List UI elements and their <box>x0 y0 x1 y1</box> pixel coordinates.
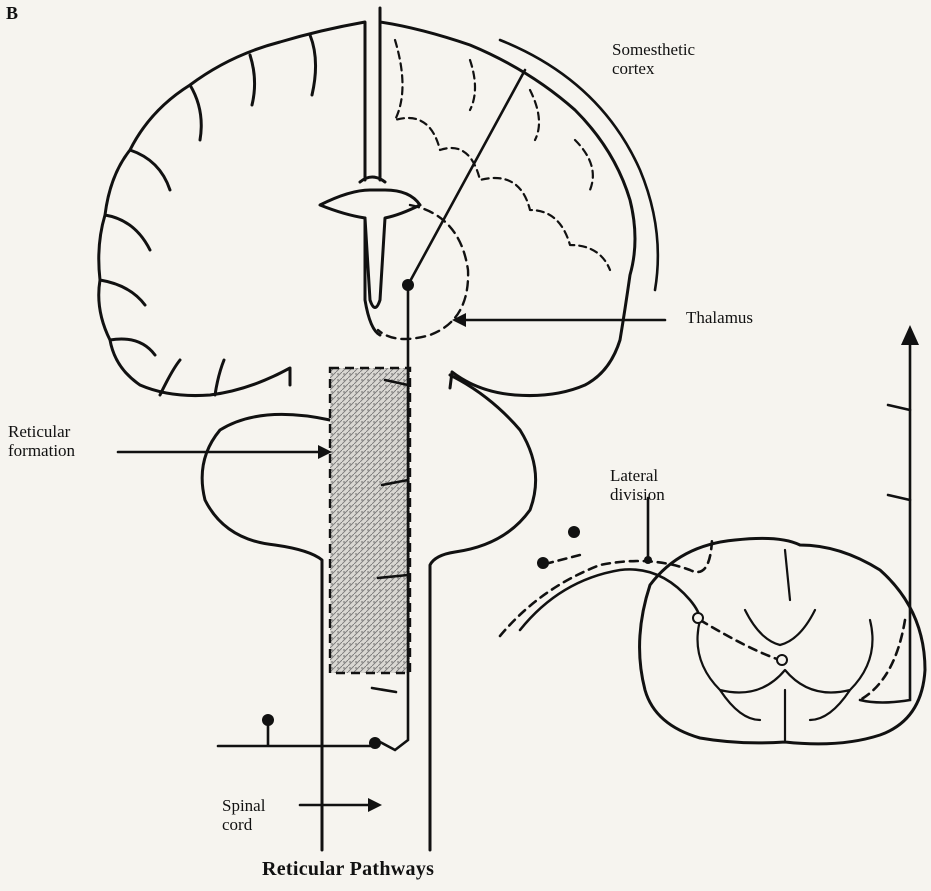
ascending-arrowhead <box>901 325 919 345</box>
lateral-division-junction <box>644 556 652 564</box>
thalamus-label: Thalamus <box>686 308 753 327</box>
reticular-formation-label-line2: formation <box>8 441 75 460</box>
thalamus-arrowhead <box>452 313 466 327</box>
thalamocortical-fiber <box>408 70 525 285</box>
thalamic-neuron <box>402 279 414 291</box>
panel-letter: B <box>6 4 18 23</box>
dorsal-horn-neuron <box>693 613 703 623</box>
reticular-neuron <box>369 737 381 749</box>
spinal-cord-label-line1: Spinal <box>222 796 265 815</box>
spinal-arrowhead <box>368 798 382 812</box>
afferent-terminal <box>262 714 274 726</box>
ascending-branches <box>888 405 910 500</box>
somesthetic-cortex-label-line2: cortex <box>612 59 695 78</box>
reticular-formation-region <box>330 368 410 673</box>
dorsal-root-ganglion-2 <box>568 526 580 538</box>
pons <box>202 414 330 850</box>
spinal-cord-label-line2: cord <box>222 815 265 834</box>
lateral-division-label-line1: Lateral <box>610 466 665 485</box>
ascending-spinal-fiber <box>860 340 910 703</box>
left-hemisphere <box>99 22 365 396</box>
central-canal <box>777 655 787 665</box>
gray-matter <box>698 550 873 740</box>
reticular-formation-label: Reticular formation <box>8 422 75 460</box>
spinal-cord-label: Spinal cord <box>222 796 265 834</box>
somesthetic-cortex-label-line1: Somesthetic <box>612 40 695 59</box>
lateral-division-label: Lateral division <box>610 466 665 504</box>
cortical-folds <box>395 40 610 270</box>
afferent-left <box>218 722 372 746</box>
dorsal-root-ganglion-1 <box>537 557 549 569</box>
somesthetic-cortex-label: Somesthetic cortex <box>612 40 695 78</box>
dorsal-root-dashed <box>500 540 712 636</box>
lateral-division-label-line2: division <box>610 485 665 504</box>
spinal-internal-dashed <box>700 620 905 700</box>
dorsal-root <box>520 569 700 630</box>
pons-right <box>430 375 536 850</box>
diagram-title: Reticular Pathways <box>262 860 434 879</box>
reticular-formation-label-line1: Reticular <box>8 422 75 441</box>
spinal-cross-section <box>640 538 925 744</box>
